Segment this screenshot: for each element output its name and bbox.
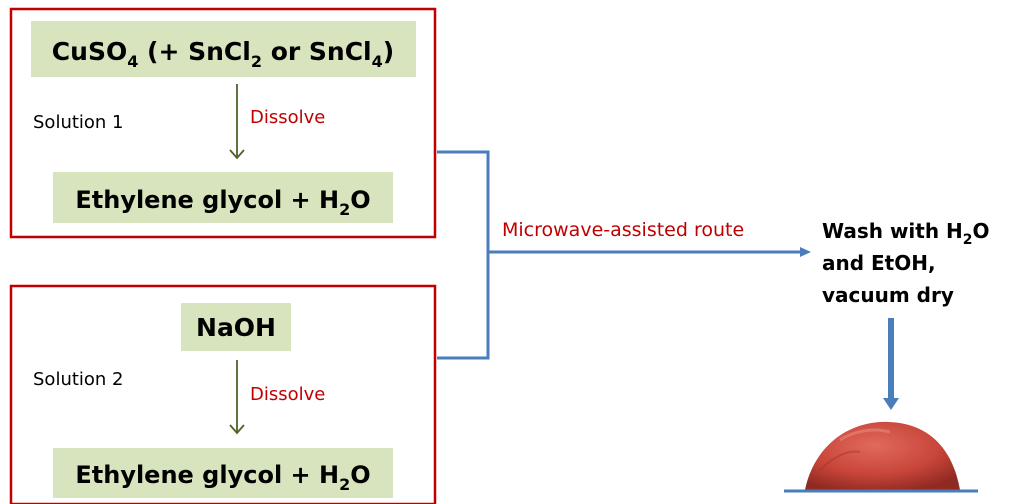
solution-2-dissolve-label: Dissolve (250, 384, 325, 405)
solution-1-solvent-box (53, 172, 393, 223)
solution-1-solvent-label: Ethylene glycol + H2O (75, 186, 370, 219)
solution-1-reagent-box (31, 21, 416, 77)
solution-1-label: Solution 1 (33, 112, 124, 133)
post-treatment-line-3: vacuum dry (822, 283, 954, 307)
solution-1-panel: CuSO4 (+ SnCl2 or SnCl4) Solution 1 Diss… (9, 7, 437, 239)
solution-2-solvent-label: Ethylene glycol + H2O (75, 461, 370, 494)
post-treatment-line-2: and EtOH, (822, 251, 936, 275)
solution-2-reagent-box (181, 303, 291, 351)
solution-1-frame (9, 7, 437, 239)
solution-2-down-arrow (229, 360, 245, 435)
solution-2-solvent-box (53, 448, 393, 498)
solution-2-reagent-label: NaOH (196, 313, 276, 342)
solution-2-panel: NaOH Solution 2 Dissolve Ethylene glycol… (9, 284, 437, 504)
solution-1-reagent-label: CuSO4 (+ SnCl2 or SnCl4) (52, 37, 394, 71)
post-treatment-text: Wash with H2O and EtOH, vacuum dry (822, 219, 990, 307)
route-arrow (488, 247, 811, 257)
solution-2-label: Solution 2 (33, 369, 124, 390)
post-treatment-line-1: Wash with H2O (822, 219, 990, 248)
merge-bracket (437, 150, 490, 360)
solution-1-dissolve-label: Dissolve (250, 107, 325, 128)
solution-1-down-arrow (229, 84, 245, 160)
solution-2-frame (9, 284, 437, 504)
product-down-arrow (883, 318, 899, 410)
route-label: Microwave-assisted route (502, 219, 744, 241)
powder-pile-icon (784, 421, 978, 493)
